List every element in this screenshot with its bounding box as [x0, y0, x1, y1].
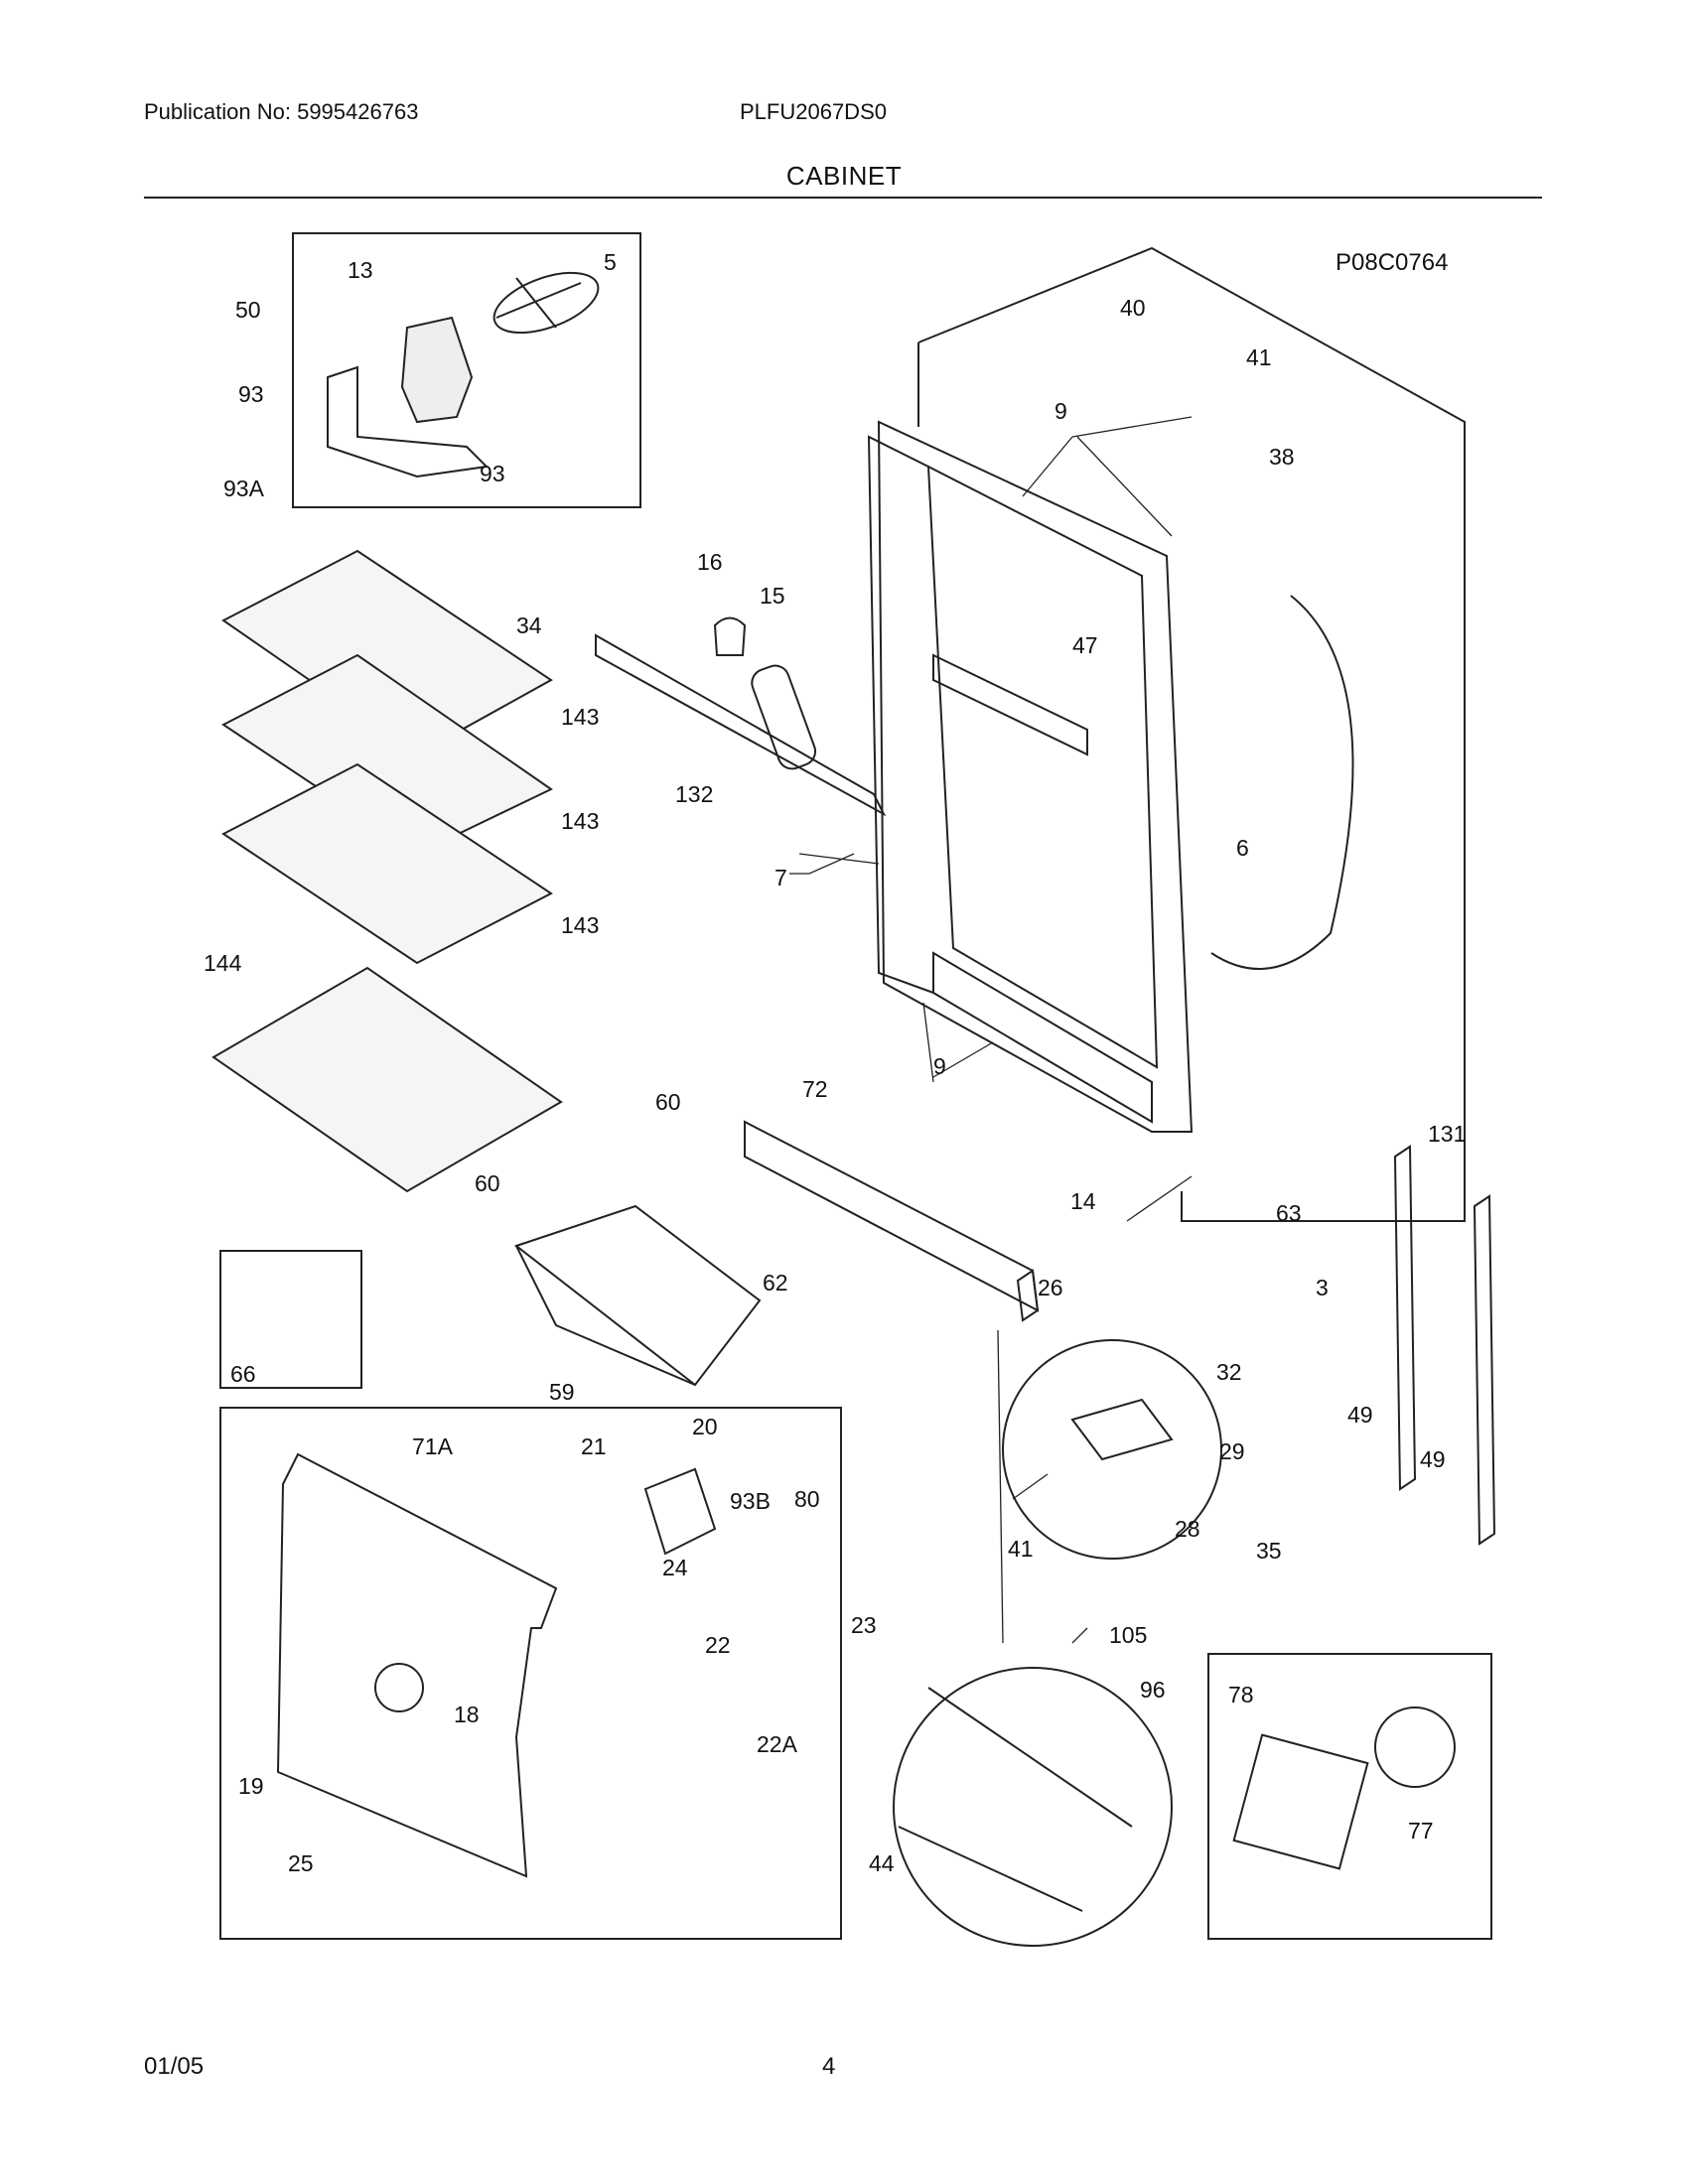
callout-9-b: 9: [933, 1053, 946, 1079]
callout-34: 34: [516, 613, 542, 638]
page-title: CABINET: [785, 161, 903, 191]
publication-number: Publication No: 5995426763: [144, 99, 419, 124]
callout-71A: 71A: [412, 1433, 454, 1459]
callout-143-b: 143: [561, 808, 599, 834]
shelf-rails: [1393, 1145, 1496, 1546]
callout-23: 23: [851, 1612, 877, 1638]
callout-62: 62: [763, 1270, 788, 1296]
callout-143-c: 143: [561, 912, 599, 938]
footer-date: 01/05: [144, 2053, 205, 2080]
cabinet-body: [917, 246, 1466, 1222]
power-cord-inset: [1207, 1653, 1492, 1940]
callout-50: 50: [235, 297, 261, 323]
callout-66: 66: [230, 1361, 256, 1387]
callout-25: 25: [288, 1850, 314, 1876]
callout-16: 16: [697, 549, 723, 575]
title-rule: [144, 197, 1542, 199]
callout-78: 78: [1228, 1682, 1254, 1707]
callout-29: 29: [1219, 1438, 1245, 1464]
light-assembly: [595, 616, 887, 817]
page-number: 4: [822, 2053, 836, 2080]
leader-lines: [789, 416, 1193, 1644]
callout-41-a: 41: [1246, 344, 1272, 370]
callout-93-b: 93: [480, 461, 505, 486]
callout-59: 59: [549, 1379, 575, 1405]
callout-41-b: 41: [1008, 1536, 1034, 1562]
callout-19: 19: [238, 1773, 264, 1799]
callout-105: 105: [1109, 1622, 1147, 1648]
control-panel-inset: [219, 1407, 842, 1940]
callout-93-a: 93: [238, 381, 264, 407]
hinge-plate: [1070, 1398, 1174, 1461]
callout-14: 14: [1070, 1188, 1096, 1214]
switch-plate-lines: [898, 1687, 1133, 1912]
model-number: PLFU2067DS0: [740, 99, 887, 124]
callout-143-a: 143: [561, 704, 599, 730]
callout-72: 72: [802, 1076, 828, 1102]
control-knob: [374, 1663, 424, 1712]
callout-28: 28: [1175, 1516, 1200, 1542]
control-panel-cover: [276, 1452, 558, 1878]
callout-15: 15: [760, 583, 785, 609]
callout-21: 21: [581, 1433, 607, 1459]
callout-20: 20: [692, 1414, 718, 1439]
callout-7: 7: [774, 865, 787, 890]
callout-38: 38: [1269, 444, 1295, 470]
callout-144: 144: [204, 950, 242, 976]
callout-49-a: 49: [1347, 1402, 1373, 1428]
callout-18: 18: [454, 1702, 480, 1727]
kickplate: [744, 1120, 1040, 1322]
cord-plug: [1374, 1706, 1456, 1788]
callout-26: 26: [1038, 1275, 1063, 1300]
callout-47: 47: [1072, 632, 1098, 658]
hinge-detail-circle: [1002, 1339, 1222, 1560]
wire-shelves: [211, 549, 563, 1193]
callout-80: 80: [794, 1486, 820, 1512]
callout-63: 63: [1276, 1200, 1302, 1226]
control-housing: [643, 1467, 717, 1556]
callout-49-b: 49: [1420, 1446, 1446, 1472]
door-liner-frame: [867, 420, 1194, 1133]
callout-32: 32: [1216, 1359, 1242, 1385]
callout-96: 96: [1140, 1677, 1166, 1703]
cord-box: [1232, 1733, 1369, 1870]
thermostat-inset: [219, 1250, 362, 1389]
callout-35: 35: [1256, 1538, 1282, 1564]
callout-77: 77: [1408, 1818, 1434, 1843]
callout-93B: 93B: [730, 1488, 771, 1514]
callout-24: 24: [662, 1555, 688, 1580]
callout-labels: P08C0764 13 5 50 93 93 93A 16 15 34 143 …: [204, 249, 1466, 1876]
callout-132: 132: [675, 781, 713, 807]
callout-22A: 22A: [757, 1731, 798, 1757]
callout-93A: 93A: [223, 476, 265, 501]
storage-basket: [513, 1204, 762, 1387]
callout-60-b: 60: [475, 1170, 500, 1196]
callout-5: 5: [604, 249, 617, 275]
callout-40: 40: [1120, 295, 1146, 321]
diagram-code: P08C0764: [1336, 249, 1448, 276]
callout-6: 6: [1236, 835, 1249, 861]
callout-44: 44: [869, 1850, 895, 1876]
callout-60-a: 60: [655, 1089, 681, 1115]
callout-131: 131: [1428, 1121, 1466, 1147]
switch-detail-circle: [893, 1667, 1173, 1947]
callout-22: 22: [705, 1632, 731, 1658]
callout-3: 3: [1316, 1275, 1329, 1300]
fan-motor-inset: [292, 232, 641, 508]
callout-9-a: 9: [1055, 398, 1067, 424]
callout-13: 13: [348, 257, 373, 283]
